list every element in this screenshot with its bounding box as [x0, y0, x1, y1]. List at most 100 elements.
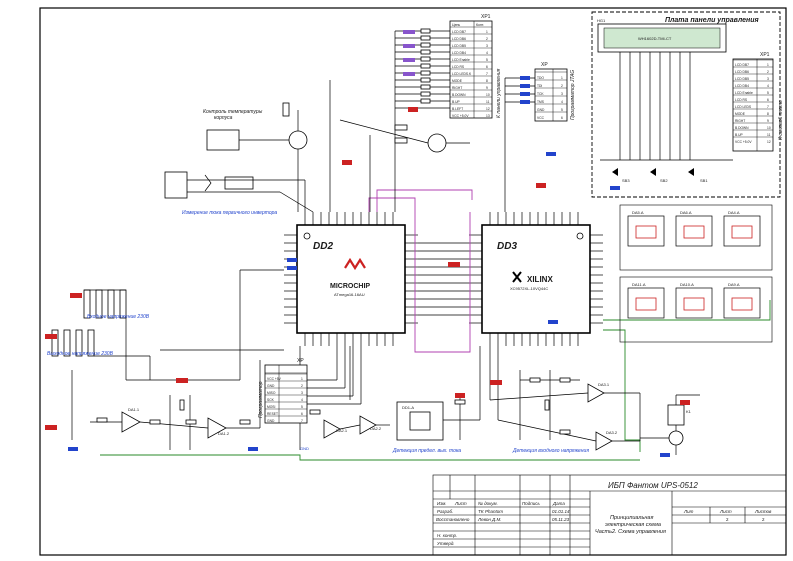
connector-pin-number: 1: [561, 76, 563, 80]
col-doc: № докум.: [478, 501, 498, 506]
svg-text:DA2.2: DA2.2: [370, 426, 382, 431]
connector-pin-number: 6: [486, 65, 488, 69]
connector-row-label: MODE: [735, 112, 746, 116]
purple-net: [368, 197, 471, 353]
desc-line3: Часть2. Схема управления: [595, 529, 666, 535]
dd3-part: XC9572XL-10VQ44C: [510, 286, 548, 291]
overcurrent-circuit: DD1-A Детекция предел. вых. тока: [392, 346, 481, 454]
row2-name: Левон Д.М.: [477, 517, 501, 522]
connector-row-label: B.UP: [735, 133, 743, 137]
connector-row-label: LCD RS: [452, 65, 465, 69]
connector-row-label: RESET: [267, 412, 278, 416]
control-panel-board: Плата панели управления HG1 WH1602D-TMI-…: [591, 11, 784, 198]
transistor-vt1-icon: [288, 130, 308, 150]
connector-row-label: LCD DB6: [735, 70, 749, 74]
col-izm: Изм.: [437, 501, 447, 506]
mains-sensing-circuit: Входное напряжение 230В Выходное напряже…: [47, 269, 284, 440]
sheets-total: 2: [762, 517, 765, 522]
connector-row-label: LCD DB5: [452, 44, 466, 48]
dd3-ref: DD3: [497, 241, 517, 252]
connector-pin-number: 3: [767, 77, 769, 81]
connector-row-label: LCD DB5: [735, 77, 749, 81]
connector-pin-number: 3: [561, 92, 563, 96]
prog-side-label: Программатор: [258, 381, 264, 418]
connector-pin-number: 1: [486, 30, 488, 34]
transistor-vt3-icon: [668, 430, 684, 446]
opamp-da2-2-icon: [359, 415, 377, 435]
input-230-caption: Входное напряжение 230В: [87, 314, 150, 320]
connector-pin-number: 3: [486, 44, 488, 48]
input-voltage-circuit: DA3.1 DA3.2 Детекция входного напряжения: [489, 346, 641, 454]
sheet-frame: [39, 7, 787, 556]
connector-pin-number: 4: [561, 100, 563, 104]
connector-row-label: LCD LEDS: [735, 105, 752, 109]
gate-driver-ref: DA11.A: [632, 282, 646, 287]
connector-row-label: LCD Enable: [452, 58, 470, 62]
connector-row-label: TDO: [537, 76, 544, 80]
connector-row-label: B.DOWN: [735, 126, 749, 130]
connector-pin-number: 11: [486, 100, 490, 104]
connector-pin-number: 1: [767, 63, 769, 67]
col-sign: Подпись: [522, 501, 540, 506]
col-list: Лист: [454, 501, 467, 506]
desc-line2: электрическая схема: [605, 522, 661, 528]
panel-connector-ref: XP1: [760, 52, 770, 58]
dd2-ref: DD2: [313, 241, 333, 252]
svg-text:K1: K1: [686, 409, 692, 414]
doc-title: ИБП Фантом UPS-0512: [608, 481, 698, 490]
connector-row-label: TDI: [537, 84, 542, 88]
desc-line1: Принципиальная: [610, 515, 653, 521]
connector-row-label: LCD LEDS.K: [452, 72, 472, 76]
green-net-2: [603, 300, 771, 321]
title-block: ИБП Фантом UPS-0512 Изм. Лист № докум. П…: [432, 474, 787, 556]
connector-row-label: TMS: [537, 100, 545, 104]
col-date: Дата: [552, 501, 565, 506]
connector-pin-number: 4: [301, 398, 303, 402]
connector-row-label: RIGHT: [735, 119, 745, 123]
dd2-part: ATmega16-16AU: [334, 292, 365, 297]
svg-text:DA3.1: DA3.1: [598, 382, 610, 387]
connector-row-label: GND: [267, 384, 275, 388]
green-ground-net: [100, 454, 640, 461]
connector-row-label: MISO: [267, 391, 276, 395]
connector-pin-number: 7: [301, 419, 303, 423]
connector-row-label: MODE: [452, 79, 463, 83]
connector-row-label: LCD Enable: [735, 91, 753, 95]
connector-row-label: TCK: [537, 92, 544, 96]
optocoupler-icon: [683, 225, 705, 239]
connector-row-label: GND: [267, 419, 275, 423]
xp1-ref: XP1: [481, 14, 491, 20]
row2-date: 05.11.23: [552, 517, 570, 522]
row4-role: Утверд.: [437, 541, 455, 546]
opamp-da1-1-icon: [121, 411, 141, 433]
svg-text:SB2: SB2: [660, 178, 668, 183]
connector-pin-number: 4: [486, 51, 488, 55]
connector-pin-number: 6: [301, 412, 303, 416]
connector-pin-number: 9: [486, 86, 488, 90]
connector-row-label: LCD DB4: [735, 84, 749, 88]
connector-pin-number: 12: [486, 107, 490, 111]
jtag-side-label: Программатор JTAG: [570, 70, 576, 120]
xp1-col-contact: Конт.: [476, 23, 484, 27]
svg-text:DA3.2: DA3.2: [606, 430, 618, 435]
connector-pin-number: 7: [486, 72, 488, 76]
connector-row-label: LCD DB6: [452, 37, 466, 41]
connector-row-label: LCD DB7: [452, 30, 466, 34]
xp1-col-chain: Цепь: [452, 23, 460, 27]
connector-row-label: VCC +5.0V: [735, 140, 752, 144]
row3-role: Н. контр.: [437, 533, 457, 538]
connector-row-label: LCD DB7: [735, 63, 749, 67]
microchip-logo-icon: [344, 257, 366, 271]
gate-driver-ref: DA4.A: [728, 210, 740, 215]
prog-ref: XP: [297, 358, 304, 364]
connector-row-label: VCC +5V: [267, 377, 282, 381]
row1-name: TK Phantom: [478, 509, 503, 514]
dd3-brand: XILINX: [527, 275, 553, 284]
gate-driver-ref: DA10.A: [680, 282, 694, 287]
connector-pin-number: 6: [767, 98, 769, 102]
optocoupler-icon: [731, 297, 753, 311]
connector-pin-number: 9: [767, 119, 769, 123]
